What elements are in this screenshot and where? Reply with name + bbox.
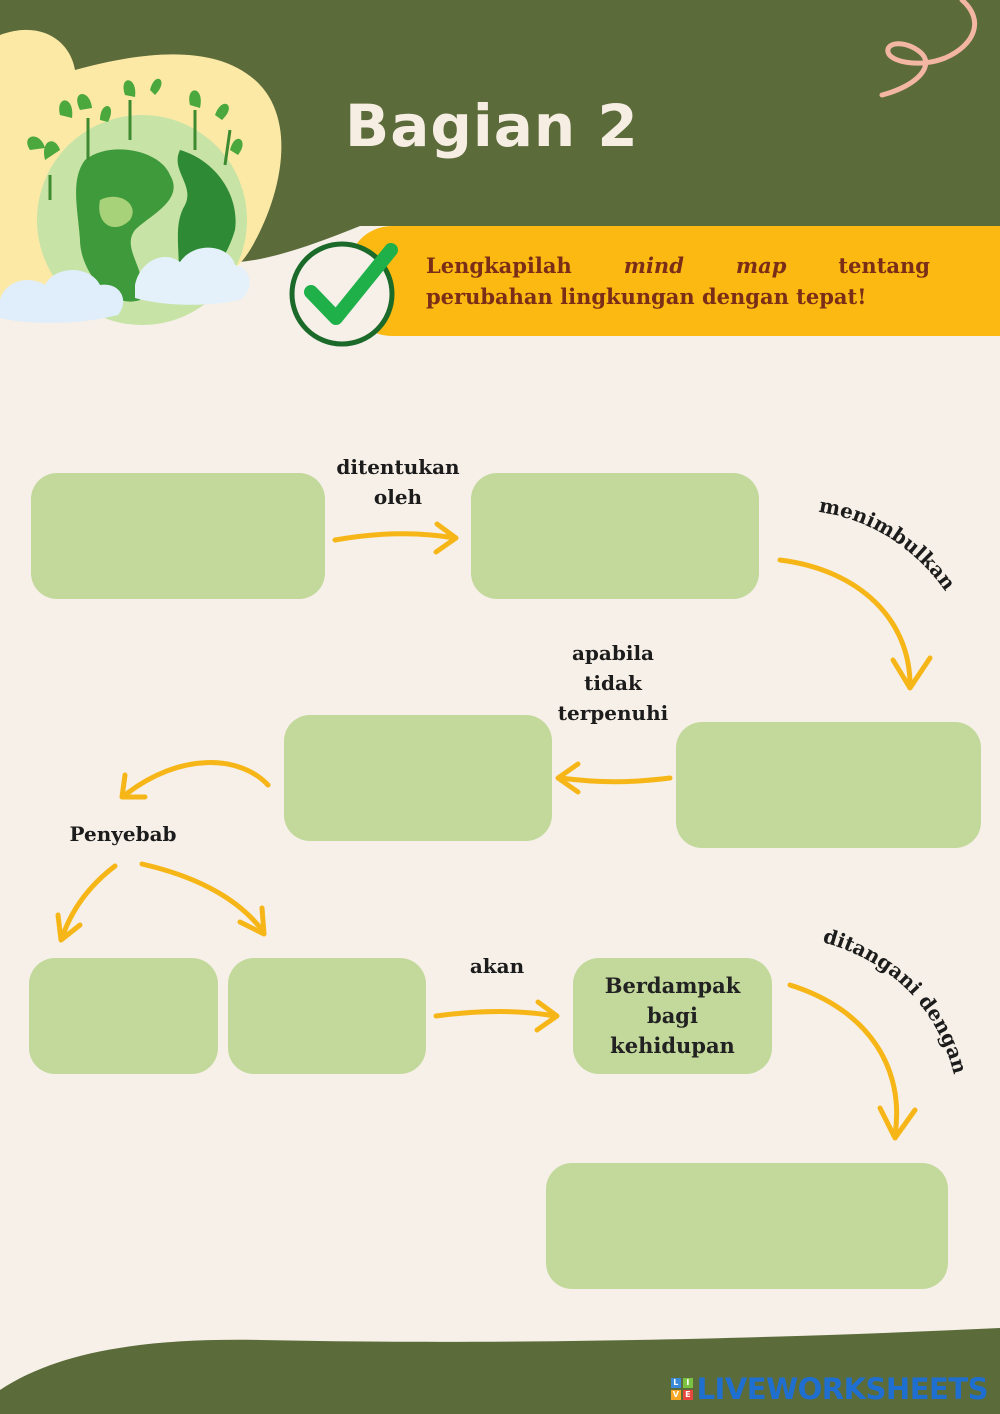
answer-box-2[interactable] — [471, 473, 759, 599]
connector-label-apabila-tidak-terpenuhi: apabila tidak terpenuhi — [540, 638, 686, 728]
page-title: Bagian 2 — [345, 92, 639, 160]
logo-letter: L — [671, 1378, 681, 1388]
logo-letter: E — [683, 1390, 693, 1400]
answer-box-cause-1[interactable] — [29, 958, 218, 1074]
logo-letter: V — [671, 1390, 681, 1400]
answer-box-cause-2[interactable] — [228, 958, 426, 1074]
impact-box: Berdampak bagi kehidupan — [573, 958, 772, 1074]
answer-box-3[interactable] — [676, 722, 981, 848]
answer-box-1[interactable] — [31, 473, 325, 599]
connector-label-akan: akan — [446, 951, 548, 981]
instruction-word: tentang — [838, 250, 930, 281]
answer-box-4[interactable] — [284, 715, 552, 841]
arrow-right-2 — [436, 1002, 557, 1030]
check-mark-icon — [286, 236, 406, 352]
answer-box-solution[interactable] — [546, 1163, 948, 1289]
arrow-curve-left — [122, 763, 268, 797]
arrow-penyebab-right — [142, 864, 264, 934]
arrow-penyebab-left — [58, 866, 115, 940]
connector-label-penyebab: Penyebab — [50, 819, 196, 849]
connector-label-ditentukan-oleh: ditentukan oleh — [320, 452, 476, 512]
logo-letter: I — [683, 1378, 693, 1388]
liveworksheets-logo-icon: L I V E — [671, 1378, 693, 1400]
instruction-word: Lengkapilah — [426, 250, 572, 281]
instruction-word-italic: mind — [624, 250, 684, 281]
instruction-text: Lengkapilah mind map tentang perubahan l… — [426, 250, 930, 312]
arrow-curve-down-2 — [790, 985, 915, 1138]
arrow-right-1 — [335, 524, 456, 552]
instruction-word-italic: map — [736, 250, 787, 281]
instruction-line-2: perubahan lingkungan dengan tepat! — [426, 281, 930, 312]
brand-name: LIVEWORKSHEETS — [697, 1372, 988, 1406]
connector-label-ditangani-dengan: ditangani dengan — [821, 924, 973, 1077]
arrow-left-1 — [558, 764, 670, 792]
arrow-curve-down-1 — [780, 560, 930, 688]
liveworksheets-brand: L I V E LIVEWORKSHEETS — [671, 1372, 988, 1406]
connector-label-menimbulkan: menimbulkan — [817, 493, 961, 595]
